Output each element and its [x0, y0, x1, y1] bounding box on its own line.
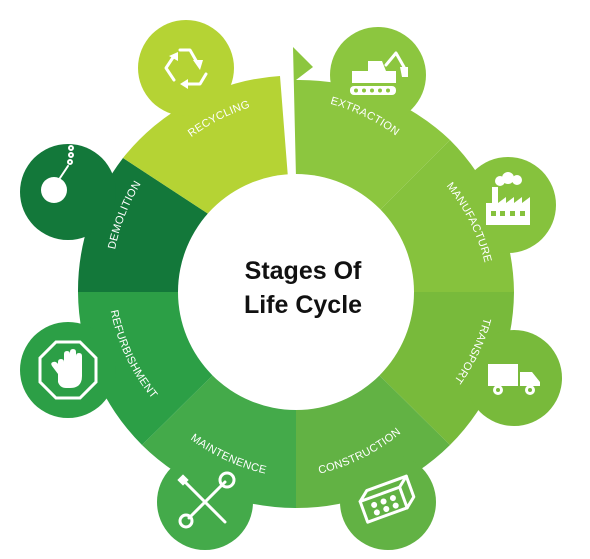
title-line-2: Life Cycle	[244, 291, 362, 319]
hand-stop-icon	[38, 340, 98, 400]
segment-recycling	[123, 76, 288, 215]
recycle-icon	[164, 48, 208, 89]
excavator-icon	[350, 51, 408, 95]
brick-icon	[358, 474, 416, 524]
bubble-demolition	[20, 144, 116, 240]
wrecking-ball-icon	[41, 145, 74, 203]
segment-refurbishment	[78, 292, 214, 445]
bubble-recycling	[138, 20, 234, 116]
factory-icon	[486, 172, 530, 225]
center-circle	[178, 174, 414, 410]
bubble-construction	[340, 454, 436, 550]
title-line-1: Stages Of	[245, 257, 362, 285]
truck-icon	[488, 364, 540, 395]
